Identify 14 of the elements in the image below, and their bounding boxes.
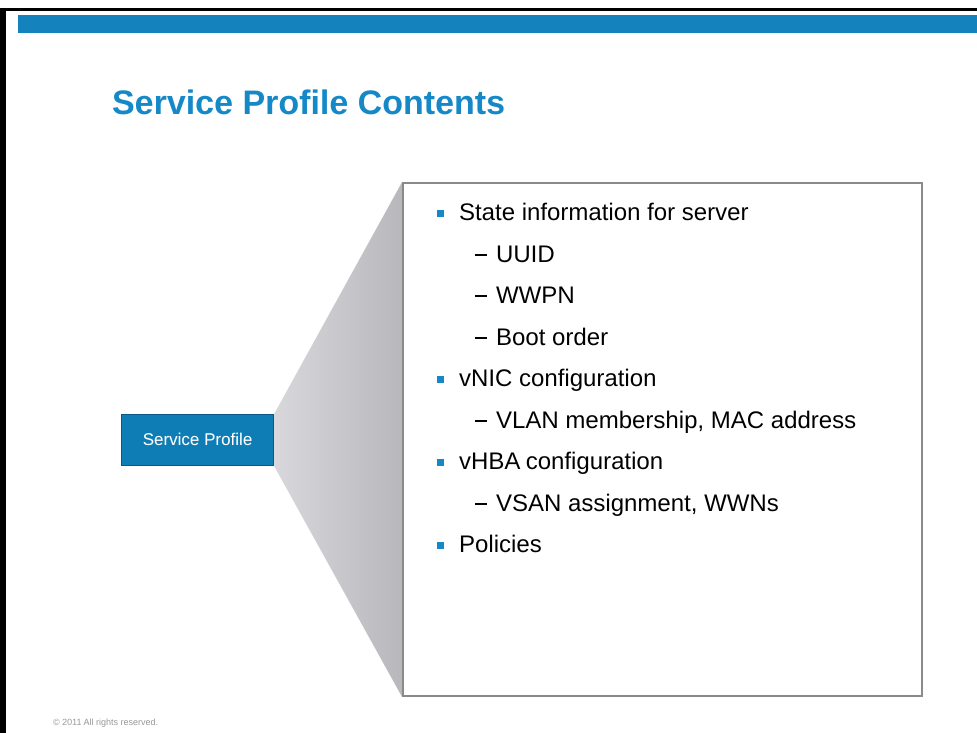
bullet-text: State information for server bbox=[459, 199, 748, 227]
process-box: Service Profile bbox=[121, 414, 274, 466]
slide-title: Service Profile Contents bbox=[112, 84, 506, 123]
bullet-text: vHBA configuration bbox=[459, 448, 664, 476]
bullet-text: Policies bbox=[459, 531, 542, 559]
bullet-text: vNIC configuration bbox=[459, 365, 656, 393]
callout-wedge bbox=[274, 182, 402, 697]
footer-text: © 2011 All rights reserved. bbox=[53, 717, 158, 727]
sub-item-text: VSAN assignment, WWNs bbox=[496, 490, 779, 518]
sub-item-text: Boot order bbox=[496, 324, 608, 352]
content-panel bbox=[402, 182, 923, 697]
sub-item-text: WWPN bbox=[496, 282, 575, 310]
sub-item-text: VLAN membership, MAC address bbox=[496, 406, 856, 434]
sub-item-text: UUID bbox=[496, 240, 555, 268]
